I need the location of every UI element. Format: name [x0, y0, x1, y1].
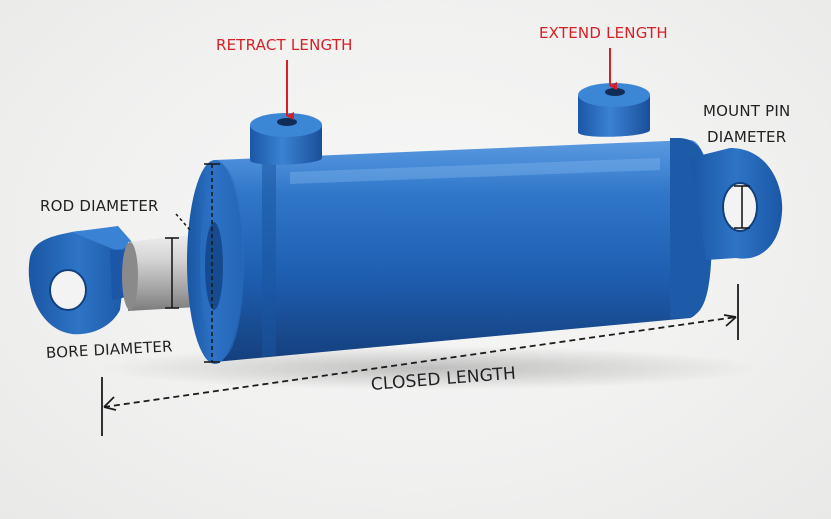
mount-pin-diameter-label-line2: DIAMETER [707, 128, 787, 146]
mount-pin-diameter-label-line1: MOUNT PIN [703, 102, 791, 120]
rod-diameter-label: ROD DIAMETER [40, 197, 159, 215]
bore-diameter-marker [204, 163, 220, 363]
extend-port [578, 83, 650, 137]
rear-mount-lug [690, 148, 783, 260]
mount-pin-diameter-label: MOUNT PIN DIAMETER [703, 98, 790, 150]
retract-port [250, 113, 322, 165]
cylinder-barrel [187, 138, 713, 364]
mount-pin-diameter-marker [734, 185, 750, 229]
retract-length-label: RETRACT LENGTH [216, 36, 353, 54]
extend-length-label: EXTEND LENGTH [539, 24, 668, 42]
closed-length-dimension [101, 284, 739, 436]
rod-diameter-marker [165, 213, 191, 309]
